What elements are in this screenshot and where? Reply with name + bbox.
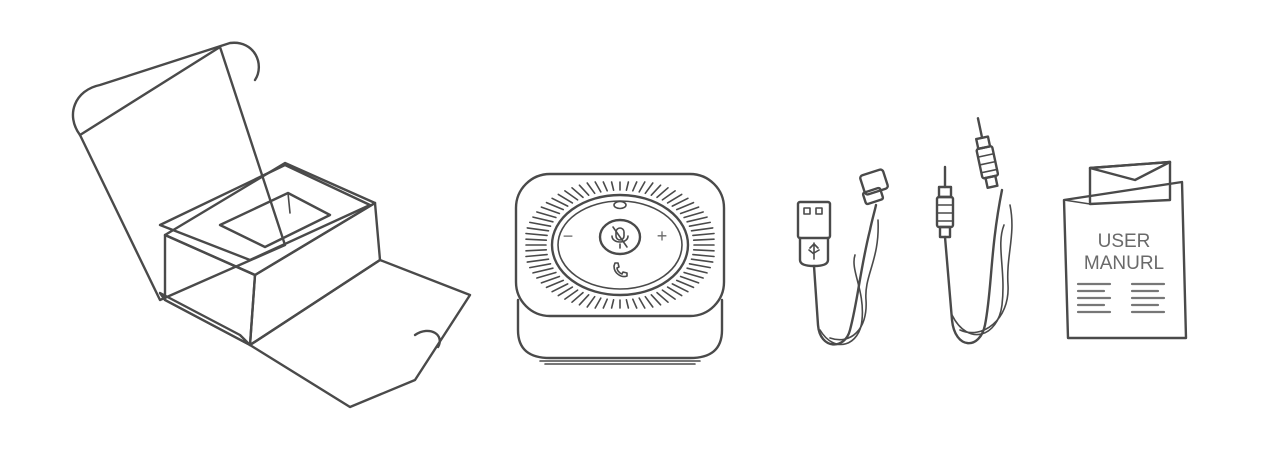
grille-line xyxy=(525,253,548,258)
grille-line xyxy=(571,291,584,303)
grille-line xyxy=(610,299,615,309)
grille-line xyxy=(540,275,561,284)
grille-line xyxy=(692,253,715,258)
grille-line xyxy=(525,238,548,241)
grille-line xyxy=(602,181,608,192)
grille-line xyxy=(594,297,602,309)
grille-line xyxy=(532,267,554,274)
volume-down-label: − xyxy=(563,226,574,246)
grille-line xyxy=(675,279,695,289)
volume-up-label: + xyxy=(657,226,668,246)
grille-line xyxy=(688,263,711,269)
grille-line xyxy=(650,184,662,197)
grille-line xyxy=(557,193,574,204)
grille-line xyxy=(692,232,715,237)
grille-line xyxy=(526,227,550,232)
grille-line xyxy=(683,211,704,219)
grille-line xyxy=(632,181,638,192)
grille-line xyxy=(690,258,714,263)
grille-line xyxy=(578,294,590,306)
grille-line xyxy=(545,279,565,289)
grille-line xyxy=(692,249,715,252)
grille-line xyxy=(661,289,676,300)
manual-title-line1: USER xyxy=(1098,231,1151,252)
grille-line xyxy=(578,184,590,197)
grille-line xyxy=(656,291,669,303)
grille-line xyxy=(528,263,552,269)
grille-line xyxy=(683,271,704,279)
grille-line xyxy=(536,211,557,219)
grille-line xyxy=(650,294,662,306)
grille-line xyxy=(557,286,574,297)
manual-text-lines xyxy=(1076,282,1166,314)
grille-line xyxy=(586,295,596,308)
grille-line xyxy=(594,181,602,193)
user-manual-icon: USER MANURL xyxy=(1060,160,1200,345)
speakerphone-icon: − + xyxy=(510,170,730,370)
grille-line xyxy=(610,181,615,192)
grille-line xyxy=(551,197,569,207)
grille-line xyxy=(666,286,683,297)
grille-line xyxy=(692,238,715,241)
grille-line xyxy=(644,182,654,195)
grille-line xyxy=(666,193,683,204)
grille-line xyxy=(638,181,646,193)
box-icon xyxy=(60,35,490,415)
grille-line xyxy=(625,181,630,192)
grille-line xyxy=(564,190,579,201)
grille-line xyxy=(564,289,579,300)
audio-cable-icon xyxy=(930,115,1040,360)
grille-line xyxy=(690,227,714,232)
grille-line xyxy=(528,221,552,228)
grille-line xyxy=(602,298,608,309)
grille-line xyxy=(545,201,565,211)
phone-icon xyxy=(613,262,628,278)
manual-title-line2: MANURL xyxy=(1084,253,1164,274)
grille-line xyxy=(540,206,561,215)
usb-cable-icon xyxy=(790,160,900,360)
grille-line xyxy=(686,216,708,223)
grille-line xyxy=(525,232,548,237)
grille-line xyxy=(671,197,689,207)
grille-line xyxy=(586,182,596,195)
grille-line xyxy=(571,186,584,199)
grille-line xyxy=(625,299,630,309)
grille-line xyxy=(644,295,654,308)
grille-line xyxy=(679,206,700,215)
grille-line xyxy=(656,186,669,199)
grille-line xyxy=(551,283,569,293)
grille-line xyxy=(679,275,700,284)
grille-line xyxy=(686,267,708,274)
grille-line xyxy=(688,221,711,228)
grille-line xyxy=(638,297,646,309)
grille-line xyxy=(526,258,550,263)
grille-line xyxy=(675,201,695,211)
grille-line xyxy=(532,216,554,223)
grille-line xyxy=(661,190,676,201)
grille-line xyxy=(536,271,557,279)
grille-line xyxy=(525,249,548,252)
grille-line xyxy=(632,298,638,309)
grille-line xyxy=(671,283,689,293)
